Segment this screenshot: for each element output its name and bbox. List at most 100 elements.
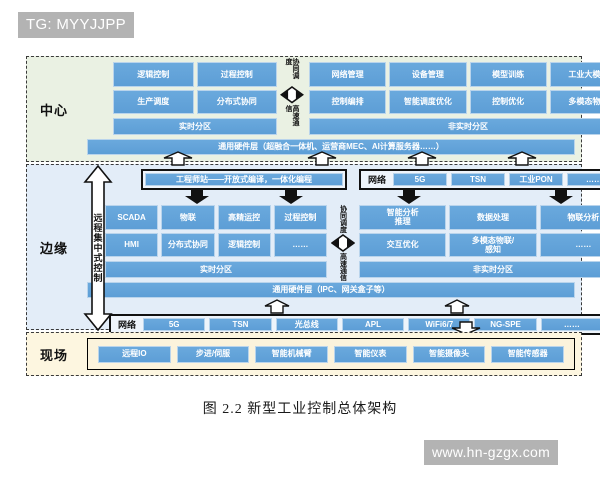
- edge-bottom-network-item[interactable]: NG-SPE: [474, 318, 537, 331]
- edge-top-network-item[interactable]: ……: [567, 173, 600, 186]
- center-cell[interactable]: 设备管理: [389, 62, 467, 87]
- tier-center-body: 逻辑控制 生产调度 过程控制 分布式协同 协同调度: [81, 57, 600, 161]
- field-device-row: 远程IO 步进/伺服 智能机械臂 智能仪表 智能摄像头 智能传感器: [87, 338, 575, 370]
- center-cell[interactable]: 控制优化: [469, 89, 547, 114]
- edge-top-network-item[interactable]: TSN: [451, 173, 506, 186]
- edge-left-col-4: 过程控制 ……: [273, 205, 327, 257]
- edge-cell[interactable]: 物联分析: [539, 205, 600, 230]
- center-right-col-3: 模型训练 控制优化: [469, 62, 547, 114]
- center-realtime-partition[interactable]: 实时分区: [113, 118, 277, 135]
- center-cell[interactable]: 逻辑控制: [113, 62, 194, 87]
- watermark-bottom: www.hn-gzgx.com: [424, 440, 559, 465]
- edge-cell[interactable]: 逻辑控制: [217, 232, 271, 257]
- tier-center: 中心 逻辑控制 生产调度 过程控制 分布式协同: [26, 56, 600, 162]
- center-right-col-2: 设备管理 智能调度优化: [389, 62, 467, 114]
- center-cell[interactable]: 生产调度: [113, 89, 194, 114]
- edge-cell[interactable]: 多模态物联/ 感知: [449, 232, 537, 257]
- center-left-col-2: 过程控制 分布式协同: [196, 62, 277, 114]
- center-left-cells: 逻辑控制 生产调度 过程控制 分布式协同: [113, 62, 277, 114]
- field-device[interactable]: 智能传感器: [491, 345, 565, 363]
- center-hardware-layer[interactable]: 通用硬件层（超融合一体机、运营商MEC、AI计算服务器……）: [87, 139, 575, 155]
- tier-edge-body: 工程师站——开放式编译，一体化编程 网络 5G TSN 工业PON ……: [81, 165, 600, 335]
- tier-field-label: 现场: [39, 347, 68, 363]
- edge-network-down-arrows: [397, 189, 573, 204]
- vertical-double-arrow-icon: [83, 164, 113, 332]
- edge-to-center-arrows: [163, 151, 537, 166]
- edge-nonrealtime-partition[interactable]: 非实时分区: [359, 261, 600, 278]
- edge-right-col-3: 物联分析 ……: [539, 205, 600, 257]
- center-nonrealtime-partition[interactable]: 非实时分区: [309, 118, 600, 135]
- edge-bottom-network-item[interactable]: TSN: [209, 318, 272, 331]
- edge-cell[interactable]: 过程控制: [273, 205, 327, 230]
- edge-cell[interactable]: ……: [539, 232, 600, 257]
- center-cell[interactable]: 模型训练: [469, 62, 547, 87]
- edge-bottom-network-item[interactable]: ……: [540, 318, 600, 331]
- edge-left-col-2: 物联 分布式协同: [161, 205, 215, 257]
- engineer-station-bar: 工程师站——开放式编译，一体化编程: [141, 169, 347, 190]
- watermark-top: TG: MYYJJPP: [18, 12, 134, 38]
- field-to-edge-arrow: [451, 321, 481, 335]
- center-right-col-4: 工业大模型 多模态物联: [549, 62, 600, 114]
- coordination-bottom-label: 高速通信: [339, 253, 347, 281]
- center-cell[interactable]: 分布式协同: [196, 89, 277, 114]
- center-cell[interactable]: 多模态物联: [549, 89, 600, 114]
- edge-cell[interactable]: 物联: [161, 205, 215, 230]
- edge-top-network-item[interactable]: 工业PON: [509, 173, 564, 186]
- remote-control-arrow: 远程集中式控制: [82, 164, 114, 332]
- edge-left-col-1: SCADA HMI: [105, 205, 159, 257]
- edge-cell[interactable]: HMI: [105, 232, 159, 257]
- edge-top-network-bar: 网络 5G TSN 工业PON ……: [359, 169, 600, 190]
- edge-cell[interactable]: 智能分析 推理: [359, 205, 447, 230]
- tier-edge-label: 边缘: [39, 240, 68, 256]
- center-cell[interactable]: 控制编排: [309, 89, 387, 114]
- tier-field-body: 远程IO 步进/伺服 智能机械臂 智能仪表 智能摄像头 智能传感器: [81, 333, 581, 375]
- center-inner: 逻辑控制 生产调度 过程控制 分布式协同 协同调度: [87, 58, 600, 156]
- double-arrow-icon: [331, 234, 355, 252]
- center-cell[interactable]: 网络管理: [309, 62, 387, 87]
- edge-left-col-3: 高精运控 逻辑控制: [217, 205, 271, 257]
- edge-right-cells: 智能分析 推理 交互优化 数据处理 多模态物联/ 感知 物联分析 ……: [359, 205, 600, 257]
- center-right-col-1: 网络管理 控制编排: [309, 62, 387, 114]
- edge-hardware-layer[interactable]: 通用硬件层（IPC、网关盒子等）: [87, 282, 575, 298]
- edge-bottom-network-label: 网络: [118, 320, 137, 330]
- edge-cell[interactable]: 数据处理: [449, 205, 537, 230]
- center-cell[interactable]: 工业大模型: [549, 62, 600, 87]
- edge-cell[interactable]: 高精运控: [217, 205, 271, 230]
- engineer-station-block[interactable]: 工程师站——开放式编译，一体化编程: [145, 173, 343, 186]
- tier-field: 现场 远程IO 步进/伺服 智能机械臂 智能仪表 智能摄像头 智能传感器: [26, 332, 582, 376]
- center-left-col-1: 逻辑控制 生产调度: [113, 62, 194, 114]
- edge-inner: 工程师站——开放式编译，一体化编程 网络 5G TSN 工业PON ……: [87, 169, 600, 335]
- edge-cell[interactable]: SCADA: [105, 205, 159, 230]
- edge-cell[interactable]: 分布式协同: [161, 232, 215, 257]
- tier-center-label: 中心: [39, 102, 68, 118]
- edge-top-network-label: 网络: [368, 175, 387, 185]
- edge-cell[interactable]: ……: [273, 232, 327, 257]
- engineer-station-down-arrows: [185, 189, 303, 204]
- edge-bottom-network-bar: 网络 5G TSN 光总线 APL WiFi6/7 NG-SPE ……: [109, 314, 600, 335]
- edge-left-cells: SCADA HMI 物联 分布式协同 高精运控 逻辑控制 过程控制: [105, 205, 327, 257]
- edge-right-col-2: 数据处理 多模态物联/ 感知: [449, 205, 537, 257]
- edge-realtime-partition[interactable]: 实时分区: [105, 261, 327, 278]
- edge-top-network-item[interactable]: 5G: [393, 173, 448, 186]
- tier-edge: 边缘 工程师站——开放式编译，一体化编程 网络 5G TSN 工业PON ……: [26, 164, 600, 335]
- coordination-top-label: 协同调度: [285, 58, 299, 79]
- coordination-top-label: 协同调度: [339, 205, 347, 233]
- field-device[interactable]: 智能机械臂: [255, 345, 329, 363]
- remote-control-label: 远程集中式控制: [92, 213, 103, 283]
- center-cell[interactable]: 智能调度优化: [389, 89, 467, 114]
- field-device[interactable]: 智能摄像头: [412, 345, 486, 363]
- field-device[interactable]: 远程IO: [98, 345, 171, 363]
- coordination-bottom-label: 高速通信: [285, 104, 299, 126]
- field-device[interactable]: 智能仪表: [334, 345, 407, 363]
- field-device[interactable]: 步进/伺服: [176, 345, 250, 363]
- coordination-arrow-edge: 协同调度 高速通信: [330, 201, 356, 285]
- edge-bottom-network-item[interactable]: APL: [341, 318, 405, 331]
- center-right-cells: 网络管理 控制编排 设备管理 智能调度优化 模型训练 控制优化 工业大模型: [309, 62, 600, 114]
- edge-network-up-arrows: [264, 299, 470, 314]
- edge-right-col-1: 智能分析 推理 交互优化: [359, 205, 447, 257]
- double-arrow-icon: [280, 86, 304, 104]
- edge-bottom-network-item[interactable]: 5G: [143, 318, 206, 331]
- edge-bottom-network-item[interactable]: 光总线: [275, 318, 338, 331]
- edge-cell[interactable]: 交互优化: [359, 232, 447, 257]
- center-cell[interactable]: 过程控制: [196, 62, 277, 87]
